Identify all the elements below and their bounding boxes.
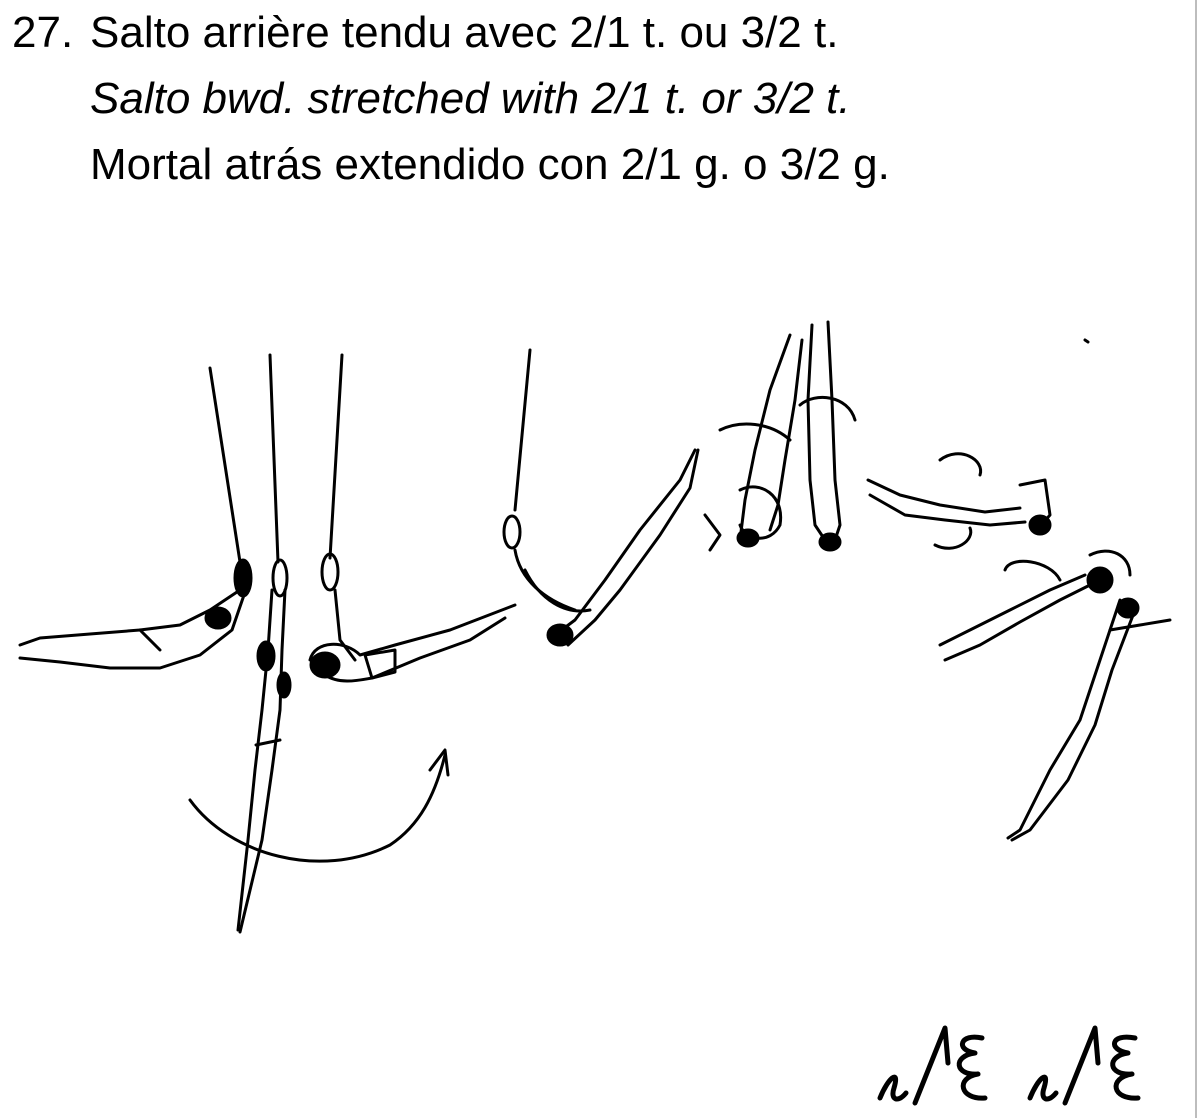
element-header: 27.Salto arrière tendu avec 2/1 t. ou 3/… bbox=[12, 0, 1182, 198]
gymnast-figure bbox=[310, 590, 515, 681]
gymnast-figure bbox=[940, 551, 1130, 660]
gymnast-figure bbox=[800, 322, 855, 550]
gymnast-figure bbox=[515, 450, 698, 645]
gymnast-figure bbox=[705, 335, 802, 550]
title-spanish: Mortal atrás extendido con 2/1 g. o 3/2 … bbox=[12, 132, 1182, 198]
title-french: Salto arrière tendu avec 2/1 t. ou 3/2 t… bbox=[90, 8, 838, 57]
ring bbox=[504, 516, 520, 548]
rotation-arrow bbox=[190, 755, 445, 861]
gymnast-figure bbox=[20, 590, 244, 668]
skill-notation-glyph bbox=[870, 1008, 1180, 1113]
rope-line bbox=[210, 368, 240, 562]
title-english: Salto bwd. stretched with 2/1 t. or 3/2 … bbox=[12, 66, 1182, 132]
rope-line bbox=[330, 355, 342, 558]
element-number: 27. bbox=[12, 0, 90, 66]
stray-mark bbox=[1085, 340, 1088, 342]
rope-line bbox=[515, 350, 530, 510]
title-french-line: 27.Salto arrière tendu avec 2/1 t. ou 3/… bbox=[12, 0, 1182, 66]
gymnast-figure bbox=[1008, 599, 1170, 840]
gymnast-figure bbox=[238, 590, 290, 932]
gymnast-figure bbox=[868, 454, 1050, 548]
rope-line bbox=[270, 355, 278, 562]
rings-skill-illustration bbox=[0, 300, 1198, 960]
